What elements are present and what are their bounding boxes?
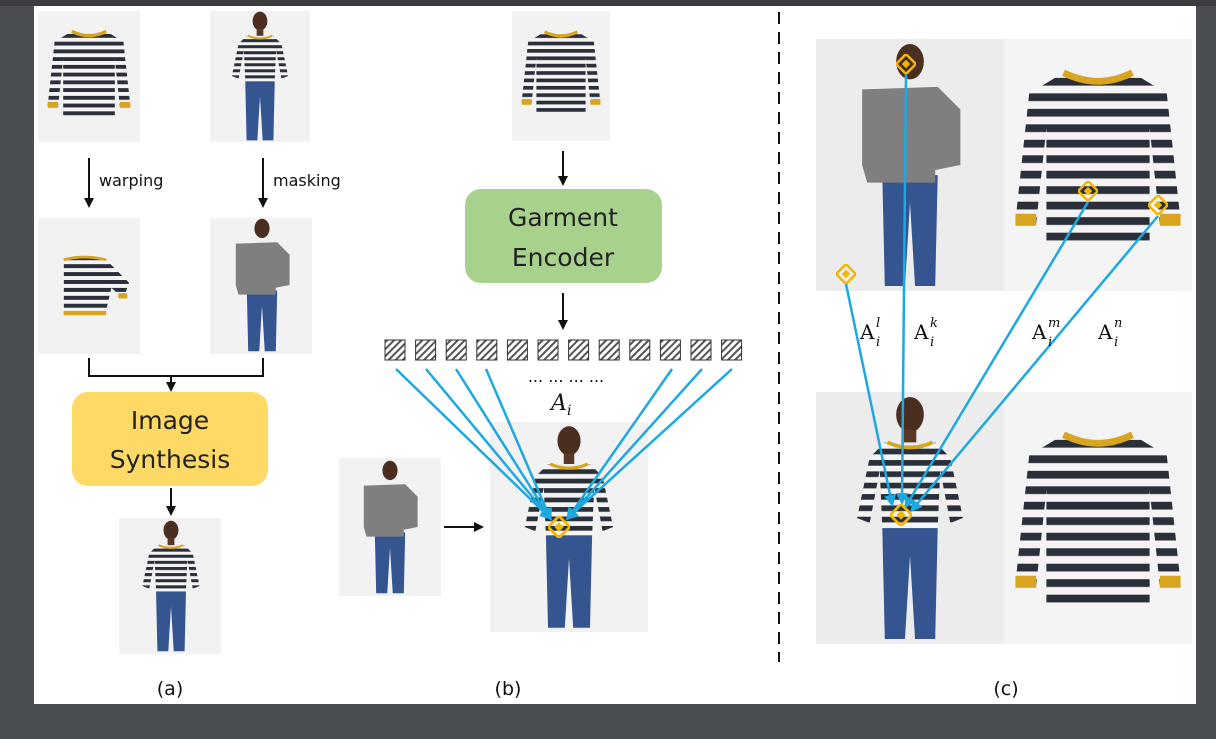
attention-arrow <box>910 215 1159 513</box>
feature-token <box>659 339 681 361</box>
tokens-ellipsis: ... ... ... ... <box>528 367 604 386</box>
attention-arrows-c <box>844 73 1159 513</box>
attn-l-base: A <box>859 320 875 344</box>
attn-label-k: A k i <box>913 316 938 350</box>
synthesis-line1: Image <box>131 406 209 435</box>
attention-arrow <box>904 201 1090 509</box>
feature-token <box>598 339 620 361</box>
caption-a: (a) <box>157 678 183 700</box>
feature-token <box>415 339 437 361</box>
attn-n-base: A <box>1097 320 1113 344</box>
attn-n-sup: n <box>1114 316 1122 331</box>
attn-k-sub: i <box>930 335 934 350</box>
attn-m-sub: i <box>1048 335 1052 350</box>
attn-l-sup: l <box>876 316 880 331</box>
feature-token <box>537 339 559 361</box>
attention-arrow <box>565 368 733 521</box>
feature-token <box>384 339 406 361</box>
encoder-line2: Encoder <box>512 243 615 272</box>
feature-token <box>690 339 712 361</box>
feature-token <box>476 339 498 361</box>
attn-label-m: A m i <box>1031 316 1060 350</box>
attention-arrow <box>896 73 909 505</box>
viewer-top-strip <box>0 0 1216 6</box>
attn-k-base: A <box>913 320 929 344</box>
attention-subscript: i <box>567 403 571 419</box>
merge-connector <box>88 358 264 377</box>
panel-a: warping masking Image Synthesis (a) <box>38 10 341 700</box>
caption-b: (b) <box>495 678 522 700</box>
attention-arrows-b <box>395 368 733 521</box>
attn-n-sub: i <box>1114 335 1118 350</box>
feature-token <box>506 339 528 361</box>
feature-token <box>445 339 467 361</box>
image-synthesis-box <box>72 392 268 486</box>
feature-token <box>629 339 651 361</box>
feature-tokens <box>384 339 743 361</box>
attn-k-sup: k <box>930 316 938 331</box>
attention-arrow <box>844 283 897 507</box>
attention-symbol: A <box>549 391 567 416</box>
attn-m-sup: m <box>1048 316 1060 331</box>
attention-arrow <box>565 368 703 521</box>
attention-arrow <box>484 368 552 521</box>
attention-arrow <box>395 368 553 521</box>
attn-m-base: A <box>1031 320 1047 344</box>
figure-page: warping masking Image Synthesis (a) Garm… <box>34 6 1196 704</box>
attn-label-n: A n i <box>1097 316 1122 350</box>
panel-c: A l i A k i A m i A n i (c) <box>816 39 1192 700</box>
attention-arrow <box>454 368 552 521</box>
feature-token <box>721 339 743 361</box>
garment-encoder-box <box>465 189 662 283</box>
panel-b: Garment Encoder ... ... ... ... A i (b) <box>339 11 743 700</box>
figure-canvas: warping masking Image Synthesis (a) Garm… <box>38 10 1192 700</box>
attn-label-l: A l i <box>859 316 880 350</box>
feature-token <box>568 339 590 361</box>
encoder-line1: Garment <box>508 203 618 232</box>
attention-arrow <box>566 368 674 521</box>
attn-l-sub: i <box>876 335 880 350</box>
caption-c: (c) <box>993 678 1018 700</box>
attention-arrow <box>425 368 552 521</box>
synthesis-line2: Synthesis <box>110 445 231 474</box>
warping-label: warping <box>99 171 163 190</box>
masking-label: masking <box>273 171 341 190</box>
